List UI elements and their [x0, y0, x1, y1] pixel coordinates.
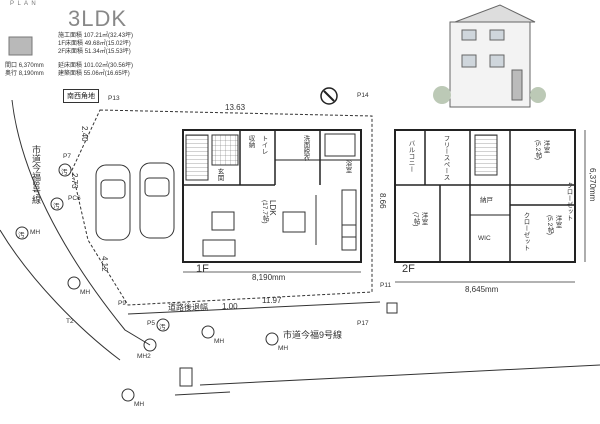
floor2-room-free-space: フリースペース	[442, 135, 449, 181]
point-p17: P17	[357, 320, 369, 327]
manhole-label: MH	[80, 289, 91, 296]
area-row-construction: 施工面積 107.21㎡(32.43坪)	[58, 33, 134, 39]
floor2-room-western-3: 洋室	[554, 215, 561, 228]
house-thumbnail	[8, 36, 33, 56]
sewage-label: 汚	[53, 203, 60, 210]
dim-bottom: 11.97	[262, 296, 282, 305]
floor2-room-balcony: バルコニー	[407, 140, 414, 173]
floor2-label: 2F	[402, 263, 415, 275]
sewage-label: 汚	[18, 232, 25, 239]
floor1-outline	[182, 129, 362, 263]
floor1-label: 1F	[196, 263, 209, 275]
floor2-room-western-3-size: (5.2帖)	[546, 215, 553, 235]
point-p13: P13	[108, 95, 120, 102]
setback-value: 1.00	[222, 302, 238, 311]
floor1-kitchen	[341, 189, 357, 251]
depth: 奥行 8,190mm	[5, 71, 44, 77]
point-pc6: PC6	[68, 195, 81, 202]
house-illustration	[433, 4, 546, 108]
manhole-marker	[67, 276, 81, 290]
point-p7: P7	[63, 153, 71, 160]
car-2	[139, 162, 175, 239]
dim-left-c: 4.12	[100, 256, 109, 272]
manhole-label: MH	[134, 401, 145, 408]
area-row-2f: 2F床面積 51.34㎡(15.53坪)	[58, 49, 131, 55]
area-row-1f: 1F床面積 49.68㎡(15.02坪)	[58, 41, 131, 47]
plan-tag: P L A N	[10, 1, 37, 7]
floor1-room-entry: 玄関	[216, 168, 223, 181]
manhole-label: MH2	[137, 353, 151, 360]
floor2-room-western-1-size: (5.2帖)	[534, 140, 541, 160]
car-1	[95, 164, 131, 241]
floor1-room-toilet: トイレ	[260, 135, 267, 155]
floor2-room-western-1: 洋室	[542, 140, 549, 153]
floor1-ldk: LDK	[268, 200, 277, 216]
floor1-stair	[185, 134, 209, 181]
point-p5: P5	[147, 320, 155, 327]
page-title: 3LDK	[68, 6, 128, 31]
setback-line	[127, 301, 381, 315]
boundary-post	[386, 302, 398, 314]
manhole-label: MH	[278, 345, 289, 352]
sewage-label: 汚	[61, 169, 68, 176]
sewage-marker	[156, 318, 170, 332]
point-p11: P11	[380, 282, 392, 289]
floor1-fridge	[341, 224, 357, 238]
floor2-width: 8,645mm	[465, 285, 499, 294]
floor1-bath	[324, 133, 356, 157]
sewage-label: 汚	[159, 324, 166, 331]
floor2-room-storage: 納戸	[480, 197, 493, 204]
area-row-total: 延床面積 101.02㎡(30.56坪)	[58, 63, 134, 69]
floor2-room-western-2-size: (7帖)	[412, 212, 419, 227]
floor1-room-storage: 収納	[247, 135, 254, 148]
manhole-marker	[143, 338, 157, 352]
sewage-marker	[50, 197, 64, 211]
sewage-marker	[58, 163, 72, 177]
manhole-marker	[121, 388, 135, 402]
floor2-room-wic: WIC	[478, 235, 491, 242]
road-west-edge-inner	[0, 229, 121, 361]
floor2-stair	[474, 134, 498, 176]
compass-needle	[323, 90, 335, 102]
frontage: 間口 6,370mm	[5, 63, 44, 69]
floor2-room-closet-2: クローゼット	[522, 212, 529, 251]
floor2-room-western-2: 洋室	[420, 212, 427, 225]
manhole-marker	[201, 325, 215, 339]
dim-left-b: 2.73	[70, 173, 79, 189]
floor1-table	[282, 211, 306, 233]
dim-left-a: 2.40	[80, 126, 89, 142]
floor1-sofa	[202, 239, 236, 257]
road-south-edge-2	[174, 391, 231, 396]
manhole-label: MH	[30, 229, 41, 236]
road-south-edge	[199, 364, 600, 386]
manhole-marker	[15, 226, 29, 240]
floor1-tv-table	[211, 211, 235, 231]
point-p9: P9	[118, 300, 126, 307]
corner-lot-label: 南西角地	[63, 89, 99, 103]
dim-top: 13.63	[225, 103, 246, 112]
point-t2: T2	[66, 318, 74, 325]
floor1-room-washroom: 洗面脱衣	[302, 135, 309, 161]
dim-right: 8.66	[378, 193, 387, 209]
floor1-tile-entry	[211, 134, 239, 166]
floor1-room-bath: 浴室	[344, 160, 351, 173]
road-west-label: 市道今福8号線	[31, 145, 41, 205]
floor1-ldk-size: (17.7帖)	[261, 200, 268, 224]
car-2-window	[144, 177, 170, 197]
area-row-building: 建築面積 55.06㎡(16.65坪)	[58, 71, 130, 77]
manhole-label: MH	[214, 338, 225, 345]
floor1-width: 8,190mm	[252, 273, 286, 282]
road-south-label: 市道今福9号線	[283, 330, 343, 340]
point-p14: P14	[357, 92, 369, 99]
road-west-edge-outer	[11, 99, 151, 346]
manhole-marker	[265, 332, 279, 346]
car-1-window	[100, 179, 126, 199]
floor2-depth: 6,370mm	[588, 168, 597, 202]
setback-label: 道路後退幅	[168, 303, 208, 312]
floor2-room-closet-1: クローゼット	[565, 182, 572, 221]
gutter-block	[179, 367, 193, 387]
site-boundary	[71, 109, 373, 306]
